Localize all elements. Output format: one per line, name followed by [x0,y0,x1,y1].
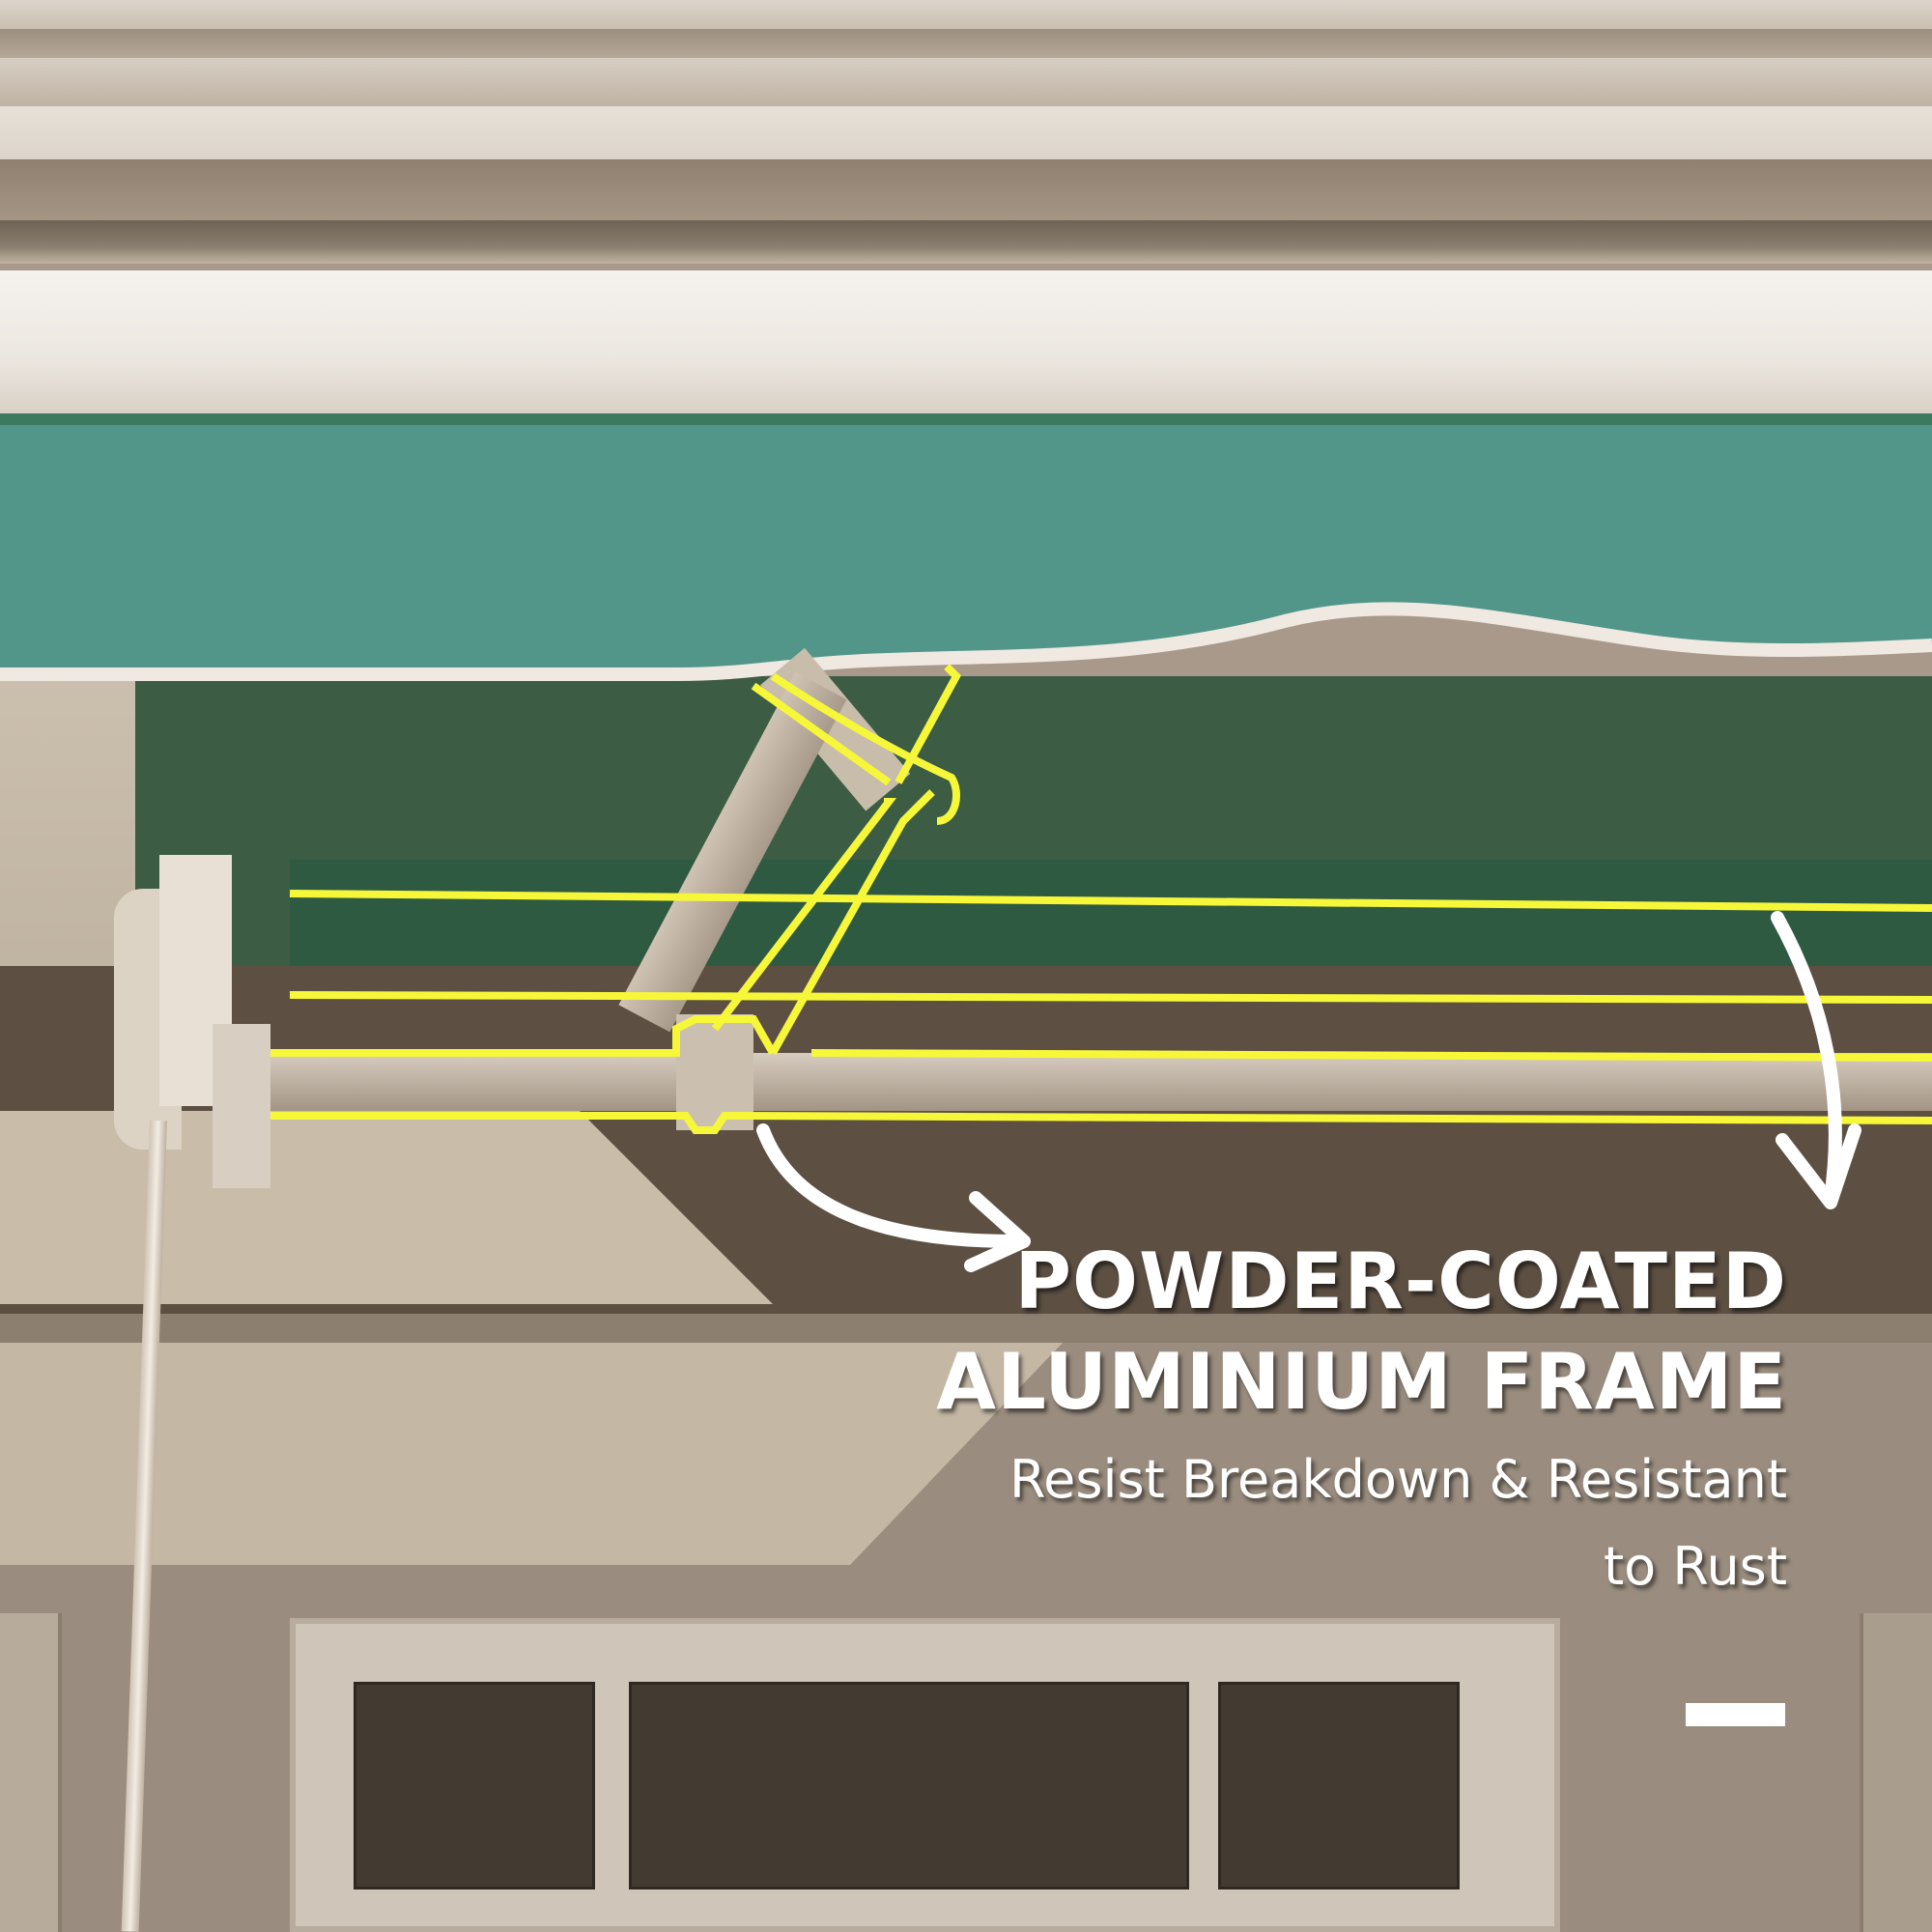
headline-line-1: POWDER-COATED [1014,1236,1787,1326]
cornice-molding-groove [0,29,1932,58]
curved-arrow-left-icon [756,1123,1031,1272]
window-pane [629,1682,1189,1889]
cornice-shadow [0,159,1932,222]
wall-lower-sunlit [0,1343,1063,1565]
window [290,1618,1560,1932]
arm-elbow-joint [676,1014,753,1130]
cornice-molding-band [0,58,1932,106]
awning-roller-tube [290,860,1932,966]
wall-trim-beam [0,1314,1932,1343]
cornice-molding-face [0,106,1932,159]
feature-callout: POWDER-COATED ALUMINIUM FRAME Resist Bre… [936,1232,1787,1606]
headline-line-2: ALUMINIUM FRAME [936,1337,1787,1427]
bracket-foot [213,1024,270,1188]
page-indicator-dash [1686,1703,1785,1726]
window-pane [1218,1682,1460,1889]
window-pane [354,1682,595,1889]
pilaster-right [1860,1613,1932,1932]
pilaster-left [0,1613,62,1932]
curved-arrow-right-icon [1771,911,1861,1209]
subtitle-line-2: to Rust [1603,1536,1787,1597]
awning-valance [0,413,1932,681]
subtitle-line-1: Resist Breakdown & Resistant [1009,1449,1787,1510]
awning-arm-horizontal [251,1053,1932,1111]
wood-fascia-strip [0,220,1932,264]
cornice-molding-top [0,0,1932,29]
awning-cassette [0,270,1932,415]
